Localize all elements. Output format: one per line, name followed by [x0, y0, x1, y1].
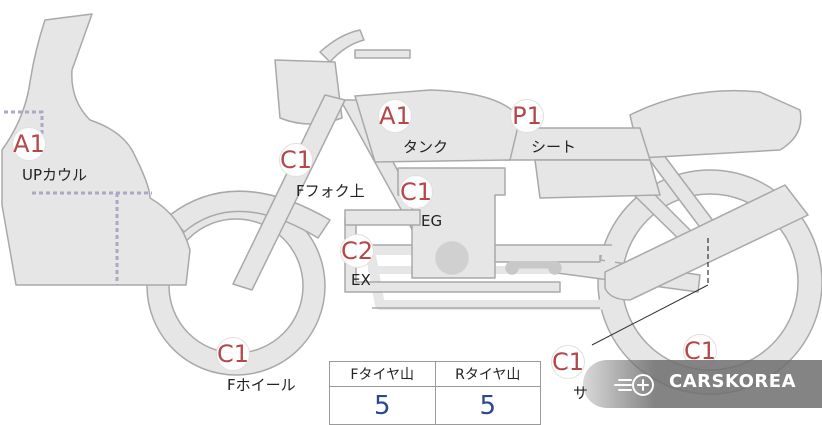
table-value-row: 5 5: [329, 386, 541, 425]
up-cowl-shape: [1, 13, 191, 286]
intake-shape: [344, 209, 421, 226]
mirror-stalk-shape: [354, 49, 411, 59]
footpeg-end-right: [548, 261, 562, 275]
muffler-leader-line: [591, 284, 709, 346]
grade-muffler: C1: [551, 345, 585, 379]
label-exhaust: EX: [351, 271, 371, 289]
label-seat: シート: [531, 138, 577, 156]
label-up-cowl: UPカウル: [22, 166, 88, 184]
grade-tank: A1: [378, 99, 412, 133]
frame-lower-shape: [365, 245, 615, 310]
label-tank: タンク: [403, 138, 449, 156]
muffler-shape: [604, 184, 809, 301]
rear-tread-header: Rタイヤ山: [434, 361, 541, 387]
front-wheel-outline-inner: [168, 218, 304, 354]
watermark-text: CARSKOREA: [669, 371, 796, 392]
rear-tail-shape: [629, 89, 802, 159]
grade-seat: P1: [510, 99, 544, 133]
grade-front-wheel: C1: [216, 337, 250, 371]
grade-up-cowl: A1: [12, 127, 46, 161]
front-tread-header: Fタイヤ山: [329, 361, 436, 387]
grade-front-fork-upper: C1: [279, 143, 313, 177]
grade-exhaust: C2: [340, 234, 374, 268]
handlebar-shape: [319, 29, 365, 63]
rear-tread-value: 5: [434, 386, 541, 425]
engine-cover-shape: [435, 241, 469, 275]
footpeg-end-left: [505, 261, 519, 275]
label-engine: EG: [421, 212, 443, 230]
side-cover-shape: [534, 159, 661, 199]
carskorea-logo-icon: [614, 374, 654, 396]
tire-tread-table: Fタイヤ山 Rタイヤ山 5 5: [329, 361, 541, 425]
carskorea-watermark: CARSKOREA: [583, 360, 822, 408]
front-tread-value: 5: [329, 386, 436, 425]
label-front-wheel: Fホイール: [227, 376, 296, 394]
grade-engine: C1: [399, 175, 433, 209]
label-front-fork-upper: Fフォク上: [296, 182, 365, 200]
table-header-row: Fタイヤ山 Rタイヤ山: [329, 361, 541, 387]
front-fork-shape: [232, 94, 346, 291]
